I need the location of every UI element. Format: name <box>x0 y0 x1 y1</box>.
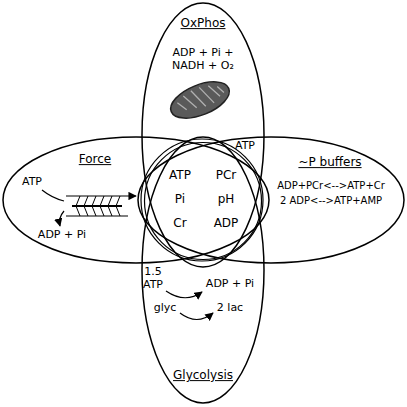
metabolite-label: Pi <box>175 193 185 207</box>
region-heading: OxPhos <box>181 17 226 31</box>
thick-filament <box>72 205 122 207</box>
region-heading: Force <box>79 153 111 167</box>
product-label: 2 lac <box>217 302 243 315</box>
mitochondrion-cristae <box>175 80 226 116</box>
region-heading: ~P buffers <box>298 156 361 170</box>
metabolite-circle-outline <box>143 141 263 261</box>
reaction-text: ADP + Pi + NADH + O₂ <box>161 47 245 72</box>
product-label: ADP + Pi <box>38 229 86 242</box>
atp-arrow <box>42 190 64 201</box>
reaction-text: ADP+PCr<-->ATP+Cr <box>277 180 385 192</box>
substrate-label: ATP <box>143 279 163 292</box>
cross-bridges <box>76 196 120 216</box>
glycolysis-ellipse: 1.5ATPADP + Piglyc2 lacGlycolysis <box>141 136 265 404</box>
ellipse-outline <box>142 137 264 403</box>
mitochondrion-body <box>166 74 235 125</box>
reaction-text: 2 ADP<-->ATP+AMP <box>280 195 382 207</box>
metabolite-label: PCr <box>216 169 237 183</box>
glyc-to-lac-arrow <box>180 313 213 320</box>
adp-arrow <box>60 211 65 226</box>
oxphos-ellipse: OxPhosADP + Pi + NADH + O₂ ATP <box>141 2 265 268</box>
ellipse-outline <box>3 137 269 263</box>
substrate-label: ATP <box>22 176 42 189</box>
stoichiometry-number: 1.5 <box>144 266 162 279</box>
thin-filament <box>66 215 128 216</box>
product-label: ATP <box>235 140 255 153</box>
ellipse-outline <box>138 137 404 263</box>
circle-outline <box>145 143 262 260</box>
metabolite-label: pH <box>218 193 235 207</box>
centre-circle-outline <box>141 139 263 261</box>
mitochondrion <box>166 74 235 125</box>
metabolite-label: Cr <box>173 217 186 231</box>
sarcomere-filaments <box>42 190 136 226</box>
region-heading: Glycolysis <box>173 369 233 383</box>
oxphos-ellipse-outline <box>141 2 265 268</box>
thin-filament <box>66 195 136 196</box>
atp-to-adp-arrow <box>166 291 202 298</box>
substrate-label: glyc <box>154 302 177 315</box>
metabolite-label: ADP <box>214 217 239 231</box>
metabolite-circle: ATP PCrPi pH Cr ADP <box>143 141 263 261</box>
product-label: ADP + Pi <box>206 278 254 291</box>
ellipse-outline <box>142 3 264 267</box>
metabolite-label: ATP <box>169 169 191 183</box>
